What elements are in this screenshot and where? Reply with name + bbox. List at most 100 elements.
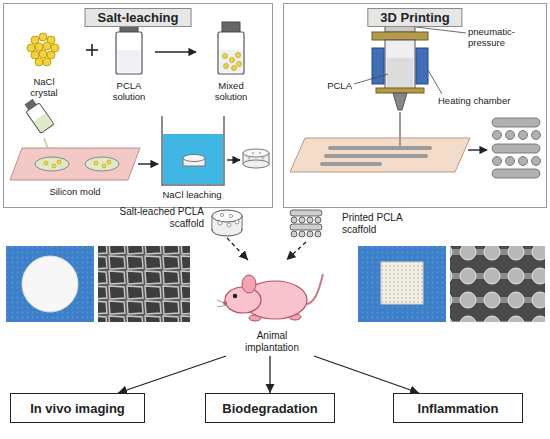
scaffold-label: Printed PCLA scaffold (342, 212, 422, 236)
photo-printed (358, 246, 446, 322)
porous-scaffold (243, 149, 269, 168)
leaching-beaker (162, 116, 224, 185)
part-label: pneumatic-pressure (468, 26, 524, 48)
mixed-vial (232, 66, 237, 71)
scaffold-disc-icon (220, 213, 223, 216)
printer-head (376, 88, 424, 93)
pouring-vial (22, 97, 54, 133)
pcla-vial (116, 22, 142, 74)
part-label: PCLA solution (107, 80, 151, 102)
plus-symbol (91, 44, 93, 56)
mixed-vial (237, 62, 242, 67)
photo-salt-leached (6, 246, 94, 322)
leader-lines (354, 27, 466, 94)
scaffold-lattice-icon (291, 231, 297, 237)
scaffold-disc-icon (227, 223, 231, 227)
scaffold-node: Printed PCLA scaffold (288, 208, 324, 242)
nacl-crystals (43, 42, 51, 50)
porous-scaffold (255, 159, 258, 162)
scaffold-disc-icon (218, 213, 239, 227)
silicon-mold (10, 148, 140, 180)
process-arrow (138, 163, 158, 164)
printer-head (372, 48, 384, 84)
printer-head (372, 32, 428, 40)
scaffold-lattice-icon (291, 217, 297, 223)
scaffold-label: Salt-leached PCLA scaffold (119, 206, 204, 230)
silicon-mold (85, 157, 119, 171)
scaffold-lattice-icon (307, 231, 313, 237)
printed-lattice (492, 144, 540, 153)
leader-lines (354, 74, 388, 84)
panel-title: 3D Printing (367, 8, 462, 27)
part-label: NaCl leaching (152, 189, 232, 200)
connector-arrow (118, 356, 226, 393)
pcla-vial (116, 32, 142, 74)
outcome-label: In vivo imaging (30, 401, 125, 416)
printed-lattice (492, 118, 540, 127)
process-panel: Salt-leaching (3, 3, 273, 208)
connector-arrow (269, 356, 270, 393)
printed-lattice (493, 157, 502, 166)
outcome-box: In vivo imaging (10, 393, 145, 423)
printer-head (387, 58, 413, 88)
connector-arrow (314, 356, 419, 393)
mouse-illustration (233, 294, 237, 298)
porous-scaffold (243, 149, 269, 157)
printed-lattice (532, 131, 541, 140)
printed-lattice (519, 157, 528, 166)
nacl-crystals (35, 58, 43, 66)
scaffold-lattice-icon (315, 217, 321, 223)
porous-scaffold (252, 152, 254, 154)
animal-node: Animal implantation (215, 260, 325, 356)
printed-lattice (506, 157, 515, 166)
print-bed (322, 148, 430, 164)
scaffold-lattice-icon (290, 210, 322, 237)
silicon-mold (44, 161, 48, 165)
mixed-vial (224, 64, 229, 69)
sem-salt-leached (98, 246, 190, 322)
part-label: PCLA (318, 80, 352, 91)
photo-printed (381, 262, 423, 304)
pouring-vial (24, 99, 36, 110)
outcome-label: Inflammation (418, 401, 499, 416)
process-arrow (468, 149, 487, 150)
scaffold-lattice-icon (288, 208, 324, 242)
mixed-vial (218, 32, 244, 74)
scaffold-lattice-icon (290, 210, 322, 216)
pouring-vial (34, 113, 53, 132)
pcla-vial (118, 50, 141, 73)
print-bed (326, 154, 426, 158)
silicon-mold (35, 157, 69, 171)
silicon-mold (107, 160, 111, 164)
porous-scaffold (248, 157, 251, 160)
printed-lattice (532, 157, 541, 166)
print-bed (322, 162, 380, 166)
plus-symbol (86, 44, 98, 56)
nacl-crystals (39, 50, 47, 58)
connector-arrow (227, 238, 248, 260)
printed-lattice (492, 169, 540, 178)
print-bed (399, 112, 401, 146)
porous-scaffold (259, 152, 261, 154)
nacl-crystals (27, 33, 59, 66)
scaffold-lattice-icon (299, 217, 305, 223)
mixed-vial (218, 22, 244, 74)
outcome-box: Inflammation (393, 393, 523, 423)
printer-head (416, 48, 428, 84)
scaffold-lattice-icon (307, 217, 313, 223)
mixed-vial (230, 58, 235, 63)
mouse-illustration (217, 300, 227, 304)
print-bed (290, 112, 470, 172)
process-arrow (227, 159, 240, 160)
printer-head (393, 93, 407, 110)
connector-arrow (287, 242, 307, 260)
silicon-mold (57, 160, 61, 164)
mixed-vial (223, 54, 228, 59)
silicon-mold (10, 148, 140, 180)
leaching-beaker (183, 155, 205, 162)
scaffold-disc-icon (210, 208, 244, 238)
outcome-box: Biodegradation (205, 393, 335, 423)
nacl-crystals (39, 33, 47, 41)
sem-salt-leached (98, 246, 190, 322)
printed-lattice (492, 118, 541, 178)
